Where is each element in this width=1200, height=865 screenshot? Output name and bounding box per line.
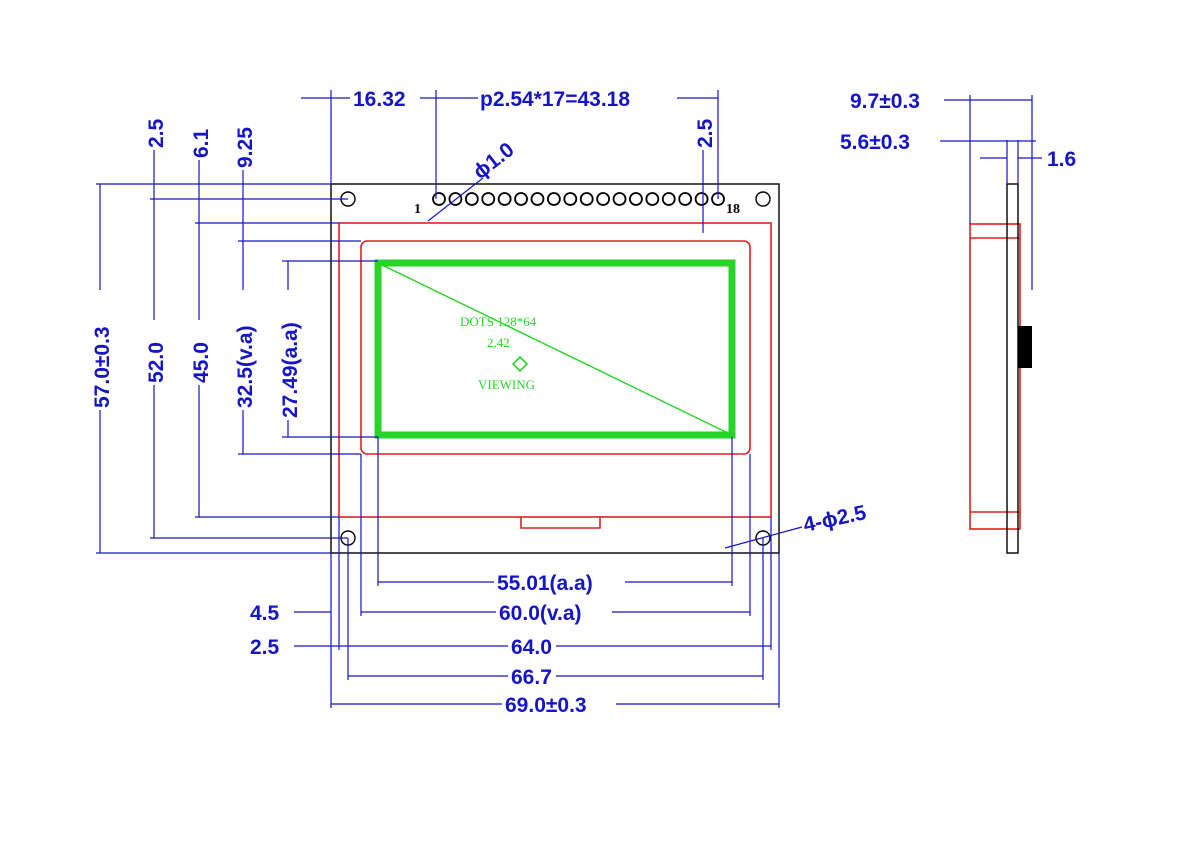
pin-hole (481, 192, 496, 206)
dim-width-va: 60.0(v.a) (499, 602, 582, 625)
pin-hole (645, 192, 660, 206)
dim-pin-hole: ϕ1.0 (469, 138, 519, 184)
dim-height-va: 32.5(v.a) (234, 326, 257, 409)
bottom-dimensions: 55.01(a.a) 60.0(v.a) 64.0 66.7 69.0±0.3 … (250, 437, 869, 717)
dim-side-total: 9.7±0.3 (850, 90, 920, 113)
pin-1-label: 1 (414, 202, 421, 217)
pin-hole (514, 192, 528, 206)
pin-18-label: 18 (726, 202, 740, 217)
dim-height-aa: 27.49(a.a) (279, 322, 302, 418)
lcd-size-label: 2.42 (487, 335, 510, 350)
bezel-outline (338, 222, 772, 518)
dim-width-bezel: 64.0 (511, 636, 552, 659)
pin-hole (678, 192, 693, 206)
dim-left-2-5: 2.5 (145, 118, 168, 148)
pin-hole (546, 192, 561, 206)
top-dimensions: 16.32 p2.54*17=43.18 2.5 ϕ1.0 (301, 88, 719, 233)
side-module-body (969, 223, 1021, 530)
pin-hole (612, 192, 627, 206)
pin-hole (464, 192, 479, 206)
pin-hole (497, 192, 512, 206)
mount-hole-tr (755, 191, 771, 207)
dim-height-bezel: 45.0 (190, 342, 213, 383)
pin-hole (530, 192, 545, 206)
pin-hole (432, 192, 446, 206)
dim-mount-holes: 4-ϕ2.5 (801, 501, 868, 537)
side-view: 9.7±0.3 5.6±0.3 1.6 (840, 90, 1076, 554)
pin-hole (629, 192, 643, 206)
lcd-viewing-label: VIEWING (478, 377, 535, 392)
front-view: 1 18 DOTS 128*64 2.42 VIEWING (330, 183, 780, 554)
dim-left-2-5-h: 2.5 (250, 636, 280, 659)
dim-pin-pitch: p2.54*17=43.18 (480, 88, 630, 111)
lcd-dots-label: DOTS 128*64 (460, 314, 537, 329)
viewing-direction-icon (511, 355, 529, 373)
dim-width-aa: 55.01(a.a) (497, 572, 593, 595)
pin-hole (661, 192, 676, 206)
side-connector (1018, 326, 1032, 368)
dim-side-module: 5.6±0.3 (840, 131, 910, 154)
pin-hole (579, 192, 594, 206)
side-pcb (1006, 183, 1019, 554)
bezel-tab (520, 517, 601, 529)
dim-width-total: 69.0±0.3 (505, 694, 587, 717)
pcb-outline (330, 183, 780, 554)
dim-top-right-offset: 2.5 (694, 118, 717, 148)
pin-hole (448, 192, 463, 206)
dim-height-holes: 52.0 (145, 342, 168, 383)
active-area-diagonal (377, 262, 733, 436)
viewing-area-outline (360, 240, 751, 455)
pin-hole (563, 192, 578, 206)
dim-left-6-1: 6.1 (190, 128, 213, 158)
pin-header-row (432, 192, 725, 206)
dim-height-total: 57.0±0.3 (91, 326, 114, 408)
dim-left-9-25: 9.25 (234, 127, 257, 168)
pin-hole (694, 192, 709, 206)
dim-left-4-5: 4.5 (250, 602, 280, 625)
left-dimensions: 2.5 6.1 9.25 57.0±0.3 52.0 45.0 32.5(v.a… (91, 118, 378, 554)
dim-pin-offset: 16.32 (353, 88, 406, 111)
dim-width-holes: 66.7 (511, 666, 552, 689)
active-area (374, 259, 736, 439)
pin-hole (596, 192, 611, 206)
dim-side-pcb: 1.6 (1047, 148, 1076, 171)
